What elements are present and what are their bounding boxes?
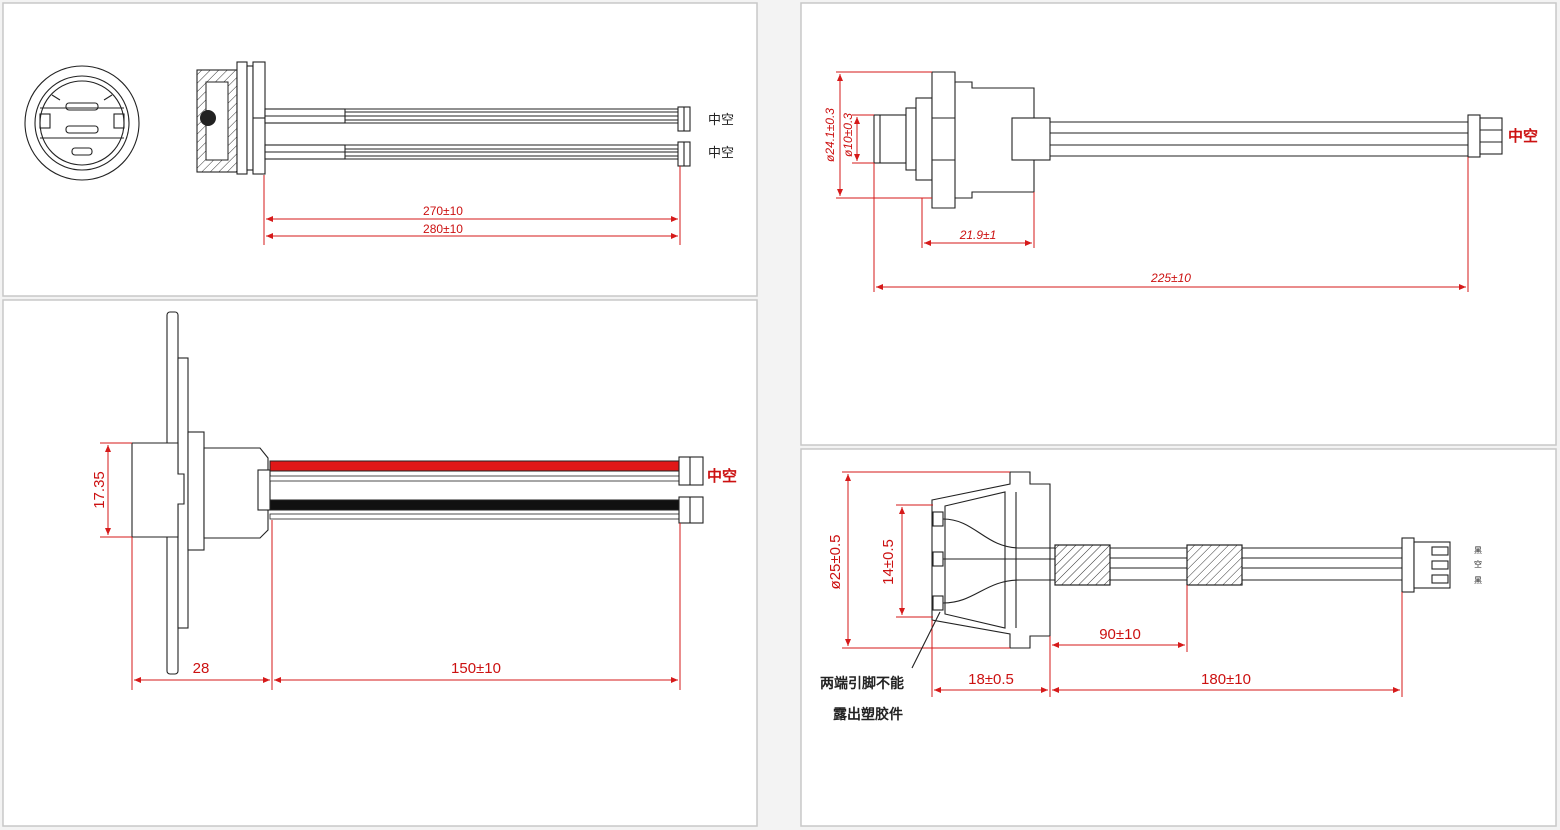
dimension-label: 17.35 [91,471,108,509]
dimension-label: ø10±0.3 [841,113,855,157]
dimension-label: ø24.1±0.3 [823,108,837,162]
pin-label: 空 [1474,559,1482,569]
section-view-connector-bottom-right [931,471,1451,649]
side-view-connector-right-top [873,71,1503,209]
panel-top-right [800,2,1557,446]
dimension-label: 150±10 [451,660,501,677]
panel-bottom-right [800,448,1557,827]
dimension-label: ø25±0.5 [827,535,844,590]
pin-label: 黑 [1474,576,1482,585]
hollow-label: 中空 [707,467,737,485]
dimension-label: 90±10 [1099,626,1141,643]
dimension-label: 28 [193,660,210,677]
dimension-label: 225±10 [1150,271,1191,285]
dimension-label: 270±10 [423,204,463,218]
dimension-lines-bottom-right [842,471,1403,697]
dimension-lines-bottom-left [100,442,681,690]
hollow-label: 中空 [708,113,734,128]
hollow-label: 中空 [1508,127,1538,145]
hollow-label: 中空 [708,146,734,161]
dimension-label: 21.9±1 [959,228,997,242]
dimension-label: 18±0.5 [968,671,1014,688]
pin-note: 露出塑胶件 [833,706,903,723]
dimension-lines-top-right [836,71,1469,292]
dimension-label: 14±0.5 [880,539,897,585]
pin-note: 两端引脚不能 [820,675,904,692]
dimension-label: 280±10 [423,222,463,236]
front-view-round [24,65,140,181]
pin-label: 黑 [1474,546,1482,555]
side-view-connector-bottom [131,311,704,675]
dimension-label: 180±10 [1201,671,1251,688]
dimension-lines-top-left [263,166,681,245]
panel-bottom-left [2,299,758,827]
side-view-connector-top [196,61,691,175]
